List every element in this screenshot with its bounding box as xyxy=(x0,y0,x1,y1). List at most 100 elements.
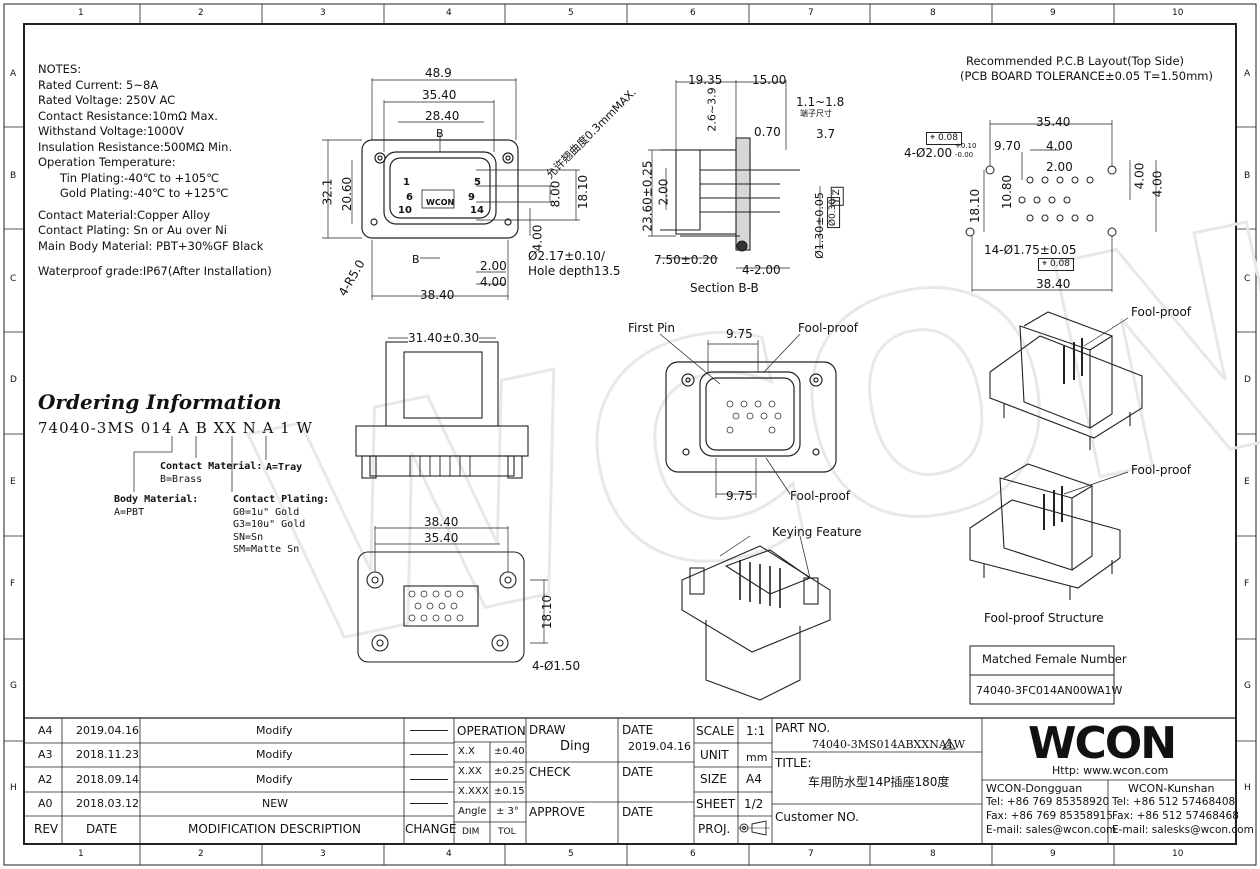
tol-xxx-val: ±0.25 xyxy=(494,766,525,777)
pcb-tol-dn: -0.00 xyxy=(955,151,974,159)
change-header: CHANGE xyxy=(405,822,457,836)
tol-label: TOL xyxy=(498,827,516,837)
title-label: TITLE: xyxy=(775,756,812,770)
note-line: Waterproof grade:IP67(After Installation… xyxy=(38,264,272,278)
kunshan-name: WCON-Kunshan xyxy=(1128,782,1215,795)
note-line: Insulation Resistance:500MΩ Min. xyxy=(38,139,233,154)
plating-option: G0=1u" Gold xyxy=(233,506,300,518)
grid-row-c: C xyxy=(10,274,17,284)
grid-col-10: 10 xyxy=(1172,8,1184,18)
unit-label: UNIT xyxy=(700,748,729,762)
dim-2-00: 2.00 xyxy=(480,259,507,273)
dim-48-9: 48.9 xyxy=(425,66,452,80)
grid-col-1-bottom: 1 xyxy=(78,849,84,859)
plating-option: SN=Sn xyxy=(233,531,264,543)
grid-row-d-right: D xyxy=(1244,375,1251,385)
notes-block: NOTES: Rated Current: 5~8A Rated Voltage… xyxy=(38,62,272,280)
dim-4-00b: 4.00 xyxy=(480,275,507,289)
dim-20-60: 20.60 xyxy=(340,176,355,212)
tol-xx-val: ±0.40 xyxy=(494,746,525,757)
date-label-1: DATE xyxy=(622,723,654,737)
first-pin-label: First Pin xyxy=(628,321,675,335)
note-line: Gold Plating:-40℃ to +125℃ xyxy=(38,186,229,200)
draw-name: Ding xyxy=(560,739,591,754)
grid-col-9: 9 xyxy=(1050,8,1056,18)
grid-col-8-bottom: 8 xyxy=(930,849,936,859)
rev-a3: A3 xyxy=(38,748,53,761)
section-bb-title: Section B-B xyxy=(690,281,759,295)
pcb-fcf-1-val: 0.08 xyxy=(937,133,958,143)
pcb-dim-4-00b: 4.00 xyxy=(1132,162,1147,190)
dim-7-50: 7.50±0.20 xyxy=(654,253,718,267)
rev-a2-desc: Modify xyxy=(256,773,293,786)
kunshan-email: E-mail: salesks@wcon.com xyxy=(1112,824,1254,836)
grid-row-e-right: E xyxy=(1244,477,1250,487)
rev-a3-date: 2018.11.23 xyxy=(76,748,139,761)
tray-label: A=Tray xyxy=(266,462,303,473)
dongguan-name: WCON-Dongguan xyxy=(986,782,1083,795)
plating-option: SM=Matte Sn xyxy=(233,544,300,555)
grid-col-8: 8 xyxy=(930,8,936,18)
ordering-title: Ordering Information xyxy=(38,390,282,414)
grid-row-h: H xyxy=(10,783,17,793)
pcb-dim-10-80: 10.80 xyxy=(1000,174,1015,210)
projection-label: PROJ. xyxy=(698,822,731,836)
date-label-3: DATE xyxy=(622,805,654,819)
note-line: Rated Voltage: 250V AC xyxy=(38,93,176,107)
note-line: Operation Temperature: xyxy=(38,155,176,169)
iso-fool-proof-b: Fool-proof xyxy=(1131,463,1192,477)
tol-angle-val: ± 3° xyxy=(496,806,519,817)
grid-col-10-bottom: 10 xyxy=(1172,849,1184,859)
rev-a0: A0 xyxy=(38,797,53,810)
customer-no-label: Customer NO. xyxy=(775,810,859,824)
pin-10-label: 10 xyxy=(398,205,412,216)
note-line: Contact Material:Copper Alloy xyxy=(38,207,211,222)
dongguan-email: E-mail: sales@wcon.com xyxy=(986,824,1117,836)
pin-6-label: 6 xyxy=(406,192,413,203)
keying-feature-label: Keying Feature xyxy=(772,525,862,539)
dim-32-1: 32.1 xyxy=(320,178,335,206)
grid-col-2-bottom: 2 xyxy=(198,849,204,859)
grid-col-3-bottom: 3 xyxy=(320,849,326,859)
pcb-dim-38-40: 38.40 xyxy=(1036,277,1071,291)
bottom-dim-35-40: 35.40 xyxy=(424,531,459,545)
unit-value: mm xyxy=(746,751,768,764)
title-value: 车用防水型14P插座180度 xyxy=(808,775,950,789)
tol-xx: X.X xyxy=(458,746,475,757)
pcb-dim-4-00: 4.00 xyxy=(1046,139,1073,153)
dim-2-00-vert: 2.00 xyxy=(656,178,671,206)
pin-5-label: 5 xyxy=(474,177,481,188)
grid-row-d: D xyxy=(10,375,17,385)
bottom-dim-18-10: 18.10 xyxy=(540,594,555,630)
grid-row-c-right: C xyxy=(1244,274,1251,284)
wcon-logo: WCON xyxy=(1028,718,1177,769)
pcb-dim-9-70: 9.70 xyxy=(994,139,1021,153)
body-material-legend: Body Material: A=PBT xyxy=(114,494,198,519)
grid-col-7: 7 xyxy=(808,8,814,18)
tol-xxxx: X.XXX xyxy=(458,786,489,797)
dim-4-00: 4.00 xyxy=(530,224,545,252)
terminal-note: 端子尺寸 xyxy=(800,109,832,118)
part-no-value: 74040-3MS014ABXXNA1W xyxy=(812,738,966,751)
grid-col-3: 3 xyxy=(320,8,326,18)
triangle-icon xyxy=(942,738,956,750)
date-value-1: 2019.04.16 xyxy=(628,740,691,753)
rev-a4-date: 2019.04.16 xyxy=(76,724,139,737)
matched-female-label: Matched Female Number xyxy=(982,652,1127,666)
matched-female-value: 74040-3FC014AN00WA1W xyxy=(976,684,1123,697)
fool-proof-top: Fool-proof xyxy=(798,321,859,335)
pcb-tol-up: +0.10 xyxy=(955,142,977,150)
dongguan-tel: Tel: +86 769 85358920 xyxy=(986,796,1110,808)
grid-row-e: E xyxy=(10,477,16,487)
pcb-hole-label: 4-Ø2.00 xyxy=(904,146,953,160)
pin-9-label: 9 xyxy=(468,192,475,203)
change-mark xyxy=(410,797,448,804)
dim-1-30: Ø1.30±0.05 xyxy=(812,192,826,259)
size-value: A4 xyxy=(746,772,762,786)
revision-triangle-text: A xyxy=(946,741,952,749)
dim-28-40: 28.40 xyxy=(425,109,460,123)
pcb-subtitle: (PCB BOARD TOLERANCE±0.05 T=1.50mm) xyxy=(960,69,1213,83)
dim-15-00: 15.00 xyxy=(752,73,787,87)
revision-triangle: A xyxy=(942,738,956,750)
